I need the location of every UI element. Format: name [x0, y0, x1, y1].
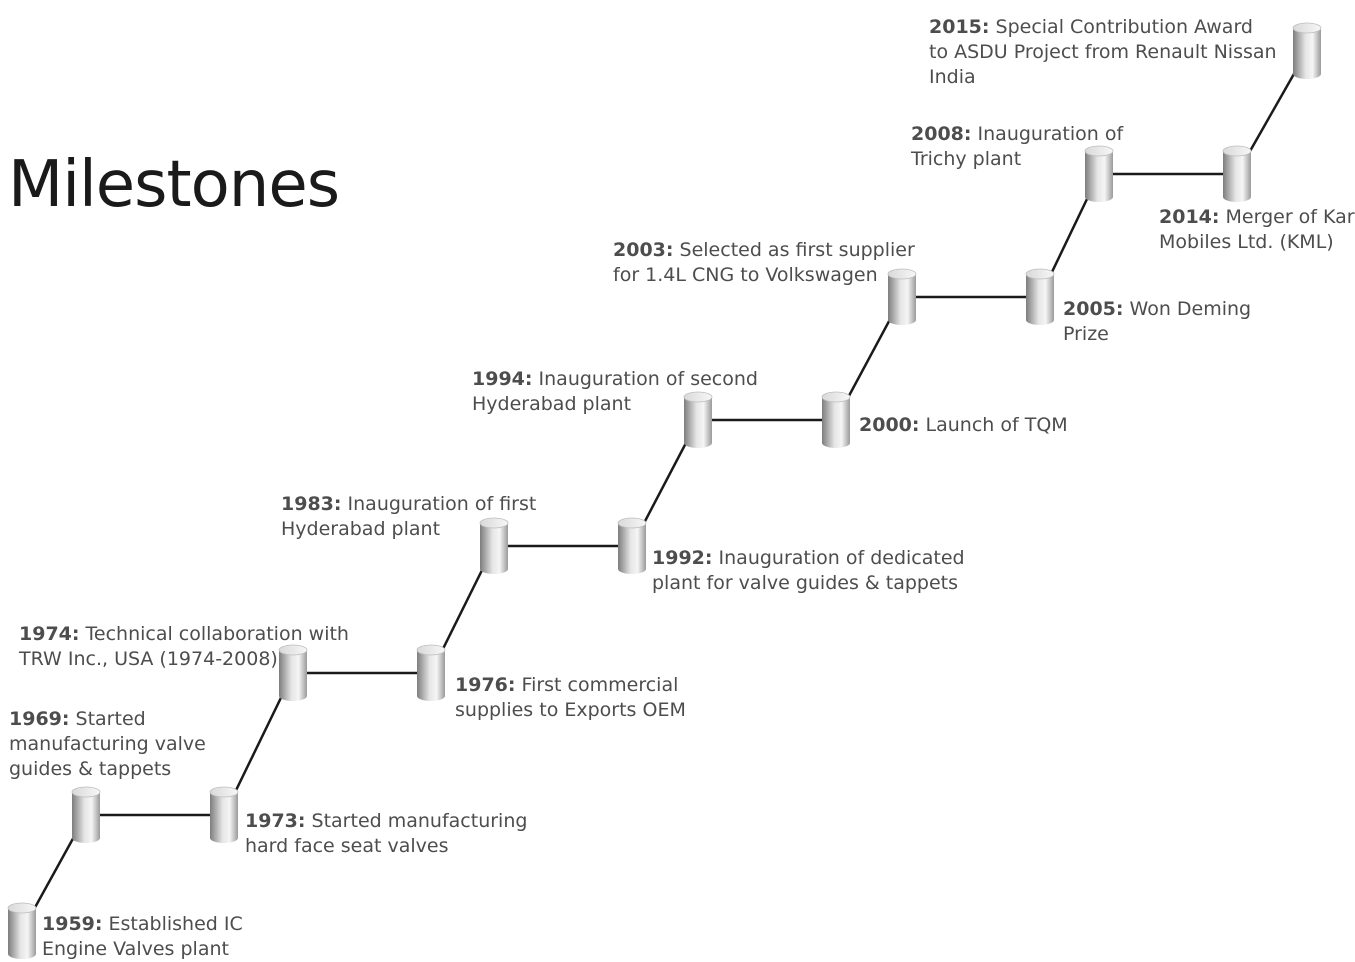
- cylinder-node-1983: [479, 517, 509, 574]
- cylinder-node-2005: [1025, 268, 1055, 325]
- cylinder-node-1992: [617, 517, 647, 574]
- cylinder-node-2015: [1292, 22, 1322, 79]
- milestone-label-1959: 1959: Established IC Engine Valves plant: [42, 913, 243, 960]
- milestone-label-1973: 1973: Started manufacturing hard face se…: [245, 810, 528, 857]
- milestone-label-2015: 2015: Special Contribution Award to ASDU…: [929, 16, 1277, 88]
- cylinder-node-1969: [71, 786, 101, 843]
- cylinder-node-1973: [209, 786, 239, 843]
- milestone-label-2014: 2014: Merger of Kar Mobiles Ltd. (KML): [1159, 206, 1355, 253]
- milestone-label-2000: 2000: Launch of TQM: [859, 414, 1068, 436]
- page-title: Milestones: [8, 148, 340, 222]
- cylinder-node-1994: [683, 391, 713, 448]
- cylinder-node-2003: [887, 268, 917, 325]
- milestone-label-1974: 1974: Technical collaboration with TRW I…: [19, 623, 349, 670]
- cylinder-node-1974: [278, 644, 308, 701]
- cylinder-node-1959: [7, 902, 37, 959]
- milestone-label-1983: 1983: Inauguration of first Hyderabad pl…: [281, 493, 537, 540]
- milestone-label-1969: 1969: Started manufacturing valve guides…: [9, 708, 206, 780]
- cylinder-node-1976: [416, 644, 446, 701]
- milestone-label-1994: 1994: Inauguration of second Hyderabad p…: [472, 368, 758, 415]
- milestone-label-1992: 1992: Inauguration of dedicated plant fo…: [652, 547, 965, 594]
- milestone-label-1976: 1976: First commercial supplies to Expor…: [455, 674, 686, 721]
- timeline-nodes: [7, 22, 1322, 959]
- cylinder-node-2008: [1084, 145, 1114, 202]
- milestone-label-2008: 2008: Inauguration of Trichy plant: [911, 123, 1124, 170]
- cylinder-node-2000: [821, 391, 851, 448]
- milestone-label-2003: 2003: Selected as first supplier for 1.4…: [613, 239, 915, 286]
- milestone-label-2005: 2005: Won Deming Prize: [1063, 298, 1252, 345]
- cylinder-node-2014: [1222, 145, 1252, 202]
